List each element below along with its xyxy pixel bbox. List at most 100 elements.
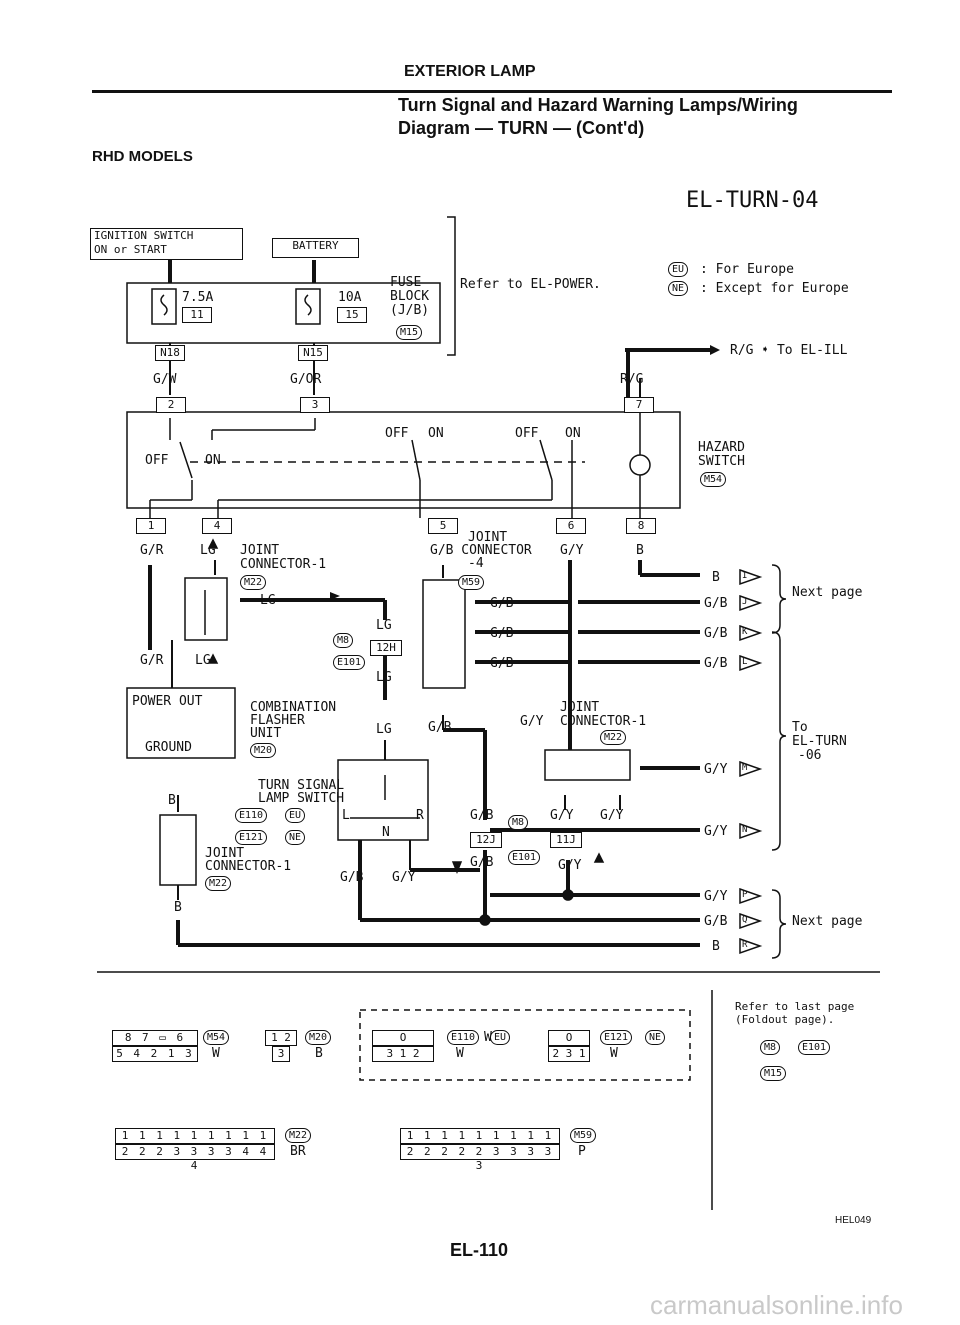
ne-badge: NE bbox=[668, 281, 689, 296]
wire-gb-right-2: G/B bbox=[704, 626, 728, 641]
ne-badge-3: NE bbox=[645, 1030, 666, 1045]
arrow-l: L bbox=[742, 657, 748, 667]
wire-gb-right-4: G/B bbox=[704, 914, 728, 929]
connector-m22-badge: M22 bbox=[240, 575, 267, 590]
arrow-p: P bbox=[742, 890, 748, 900]
switch-on-label-1: ON bbox=[205, 453, 221, 468]
wire-b-right-2: B bbox=[712, 939, 720, 954]
m54-face-bottom: 5 4 2 1 3 bbox=[112, 1046, 198, 1062]
pin-12j: 12J bbox=[470, 832, 502, 848]
wire-gb-4: G/B bbox=[428, 720, 452, 735]
wire-lg-6: LG bbox=[376, 722, 392, 737]
wire-rg-to-el-ill: R/G ➧ To EL-ILL bbox=[730, 343, 848, 358]
arrow-n: N bbox=[742, 825, 748, 835]
switch-on-label-2: ON bbox=[428, 426, 444, 441]
wire-gb-3: G/B bbox=[490, 656, 514, 671]
connector-e101-badge: E101 bbox=[333, 655, 366, 670]
wire-gb-7: G/B bbox=[340, 870, 364, 885]
refer-m8-badge: M8 bbox=[760, 1040, 781, 1055]
pin-4: 4 bbox=[202, 518, 232, 534]
eu-badge-3: EU bbox=[490, 1030, 511, 1045]
m22-face-top: 1 1 1 1 1 1 1 1 1 1 bbox=[115, 1128, 275, 1156]
wire-lg-5: LG bbox=[195, 653, 211, 668]
connector-m8-badge: M8 bbox=[333, 633, 354, 648]
wire-gy-right-2: G/Y bbox=[704, 824, 728, 839]
arrow-m: M bbox=[742, 763, 748, 773]
to-el-turn-06-label-1: To bbox=[792, 720, 808, 735]
ne-badge-2: NE bbox=[285, 830, 306, 845]
models-label: RHD MODELS bbox=[92, 148, 193, 165]
connector-e101-badge-2: E101 bbox=[508, 850, 541, 865]
connector-m22-badge-3: M22 bbox=[205, 876, 232, 891]
joint-connector-4-label-2: G/B CONNECTOR bbox=[430, 543, 532, 558]
wire-b-3: B bbox=[174, 900, 182, 915]
next-page-label-2: Next page bbox=[792, 914, 863, 929]
m59-face-bottom: 2 2 2 2 2 3 3 3 3 3 bbox=[400, 1144, 560, 1172]
ignition-state-label: ON or START bbox=[94, 243, 167, 256]
wire-b: B bbox=[636, 543, 644, 558]
arrow-q: Q bbox=[742, 915, 748, 925]
to-el-turn-06-label-2: EL-TURN bbox=[792, 734, 847, 749]
arrow-i: I bbox=[742, 571, 748, 581]
wire-gb-1: G/B bbox=[490, 596, 514, 611]
wire-gr-2: G/R bbox=[140, 653, 164, 668]
wire-b-2: B bbox=[168, 793, 176, 808]
wire-gb-right-3: G/B bbox=[704, 656, 728, 671]
wire-gb-right-1: G/B bbox=[704, 596, 728, 611]
connector-m54-badge: M54 bbox=[700, 472, 727, 487]
ignition-switch-label: IGNITION SWITCH bbox=[94, 229, 194, 242]
m54-face-top: 8 7 ▭ 6 bbox=[112, 1030, 198, 1046]
wire-gr: G/R bbox=[140, 543, 164, 558]
next-page-label-1: Next page bbox=[792, 585, 863, 600]
wire-gw: G/W bbox=[153, 372, 177, 387]
eu-badge: EU bbox=[668, 262, 689, 277]
joint-connector-1-label: JOINT bbox=[240, 543, 280, 558]
m22-face-bottom: 2 2 2 3 3 3 3 4 4 4 bbox=[115, 1144, 275, 1172]
m20-color: B bbox=[315, 1046, 323, 1061]
joint-connector-1b-label-2: CONNECTOR-1 bbox=[560, 714, 647, 729]
connector-m22-badge-2: M22 bbox=[600, 730, 627, 745]
pin-12h: 12H bbox=[370, 640, 402, 656]
flasher-label-1: COMBINATION bbox=[250, 700, 337, 715]
battery-box: BATTERY bbox=[272, 238, 359, 258]
pin-1: 1 bbox=[136, 518, 166, 534]
to-el-turn-06-label-3: -06 bbox=[798, 748, 822, 763]
pin-11j: 11J bbox=[550, 832, 582, 848]
eu-legend-text: : For Europe bbox=[700, 262, 794, 277]
turn-signal-switch-label-2: LAMP SWITCH bbox=[258, 791, 345, 806]
m20-face-top: 1 2 bbox=[265, 1030, 297, 1046]
fuse-block-label-3: (J/B) bbox=[390, 303, 430, 318]
e110-face-badge: E110 bbox=[447, 1030, 480, 1045]
pin-2: 2 bbox=[156, 397, 186, 413]
ne-legend-text: : Except for Europe bbox=[700, 281, 849, 296]
joint-connector-4-label: JOINT bbox=[468, 530, 508, 545]
fuse-11: 11 bbox=[182, 307, 212, 323]
connector-n18: N18 bbox=[155, 345, 185, 361]
figure-code: HEL049 bbox=[835, 1215, 872, 1226]
wire-gy-5: G/Y bbox=[558, 858, 582, 873]
wire-gb-6: G/B bbox=[470, 855, 494, 870]
flasher-ground: GROUND bbox=[145, 740, 192, 755]
switch-r: R bbox=[416, 808, 424, 823]
m22-face-badge: M22 bbox=[285, 1128, 312, 1143]
wire-gb-5: G/B bbox=[470, 808, 494, 823]
fuse-10a-label: 10A bbox=[338, 290, 362, 305]
pin-6: 6 bbox=[556, 518, 586, 534]
arrow-k: K bbox=[742, 627, 748, 637]
e110-face-top: O bbox=[372, 1030, 434, 1046]
connector-e110-badge: E110 bbox=[235, 808, 268, 823]
switch-n: N bbox=[382, 825, 390, 840]
connector-n15: N15 bbox=[298, 345, 328, 361]
fuse-15: 15 bbox=[337, 307, 367, 323]
section-title: EXTERIOR LAMP bbox=[404, 63, 536, 80]
refer-e101-badge: E101 bbox=[798, 1040, 831, 1055]
wire-gy-6: G/Y bbox=[392, 870, 416, 885]
diagram-code: EL-TURN-04 bbox=[686, 188, 819, 213]
flasher-label-3: UNIT bbox=[250, 726, 282, 741]
arrow-j: J bbox=[742, 597, 748, 607]
fuse-block-label-2: BLOCK bbox=[390, 289, 430, 304]
wire-b-right: B bbox=[712, 570, 720, 585]
pin-8: 8 bbox=[626, 518, 656, 534]
wire-gy-3: G/Y bbox=[550, 808, 574, 823]
